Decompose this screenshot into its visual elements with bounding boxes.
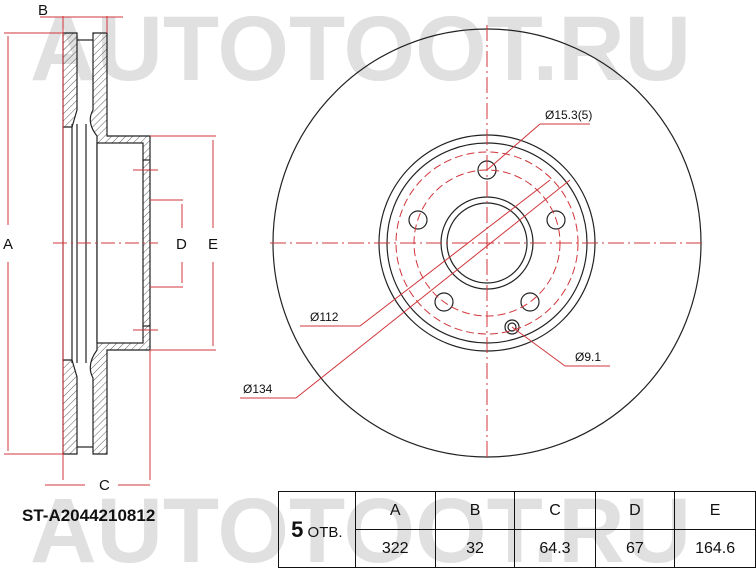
value-a: 322: [354, 529, 436, 568]
callout-hat: Ø134: [243, 382, 273, 396]
header-b: B: [434, 491, 516, 530]
header-e: E: [674, 491, 756, 530]
dim-label-e: E: [208, 236, 218, 253]
part-number: ST-A2044210812: [22, 506, 156, 525]
header-c: C: [514, 491, 596, 530]
holes-count: 5: [291, 516, 304, 542]
callout-pcd: Ø112: [310, 310, 339, 324]
callout-bolt-hole: Ø15.3(5): [545, 108, 592, 122]
front-centerlines: [240, 25, 705, 460]
value-b: 32: [434, 529, 516, 568]
dim-label-c: C: [99, 477, 110, 494]
holes-count-cell: 5 ОТВ.: [278, 491, 356, 568]
dim-label-a: A: [3, 236, 13, 253]
value-c: 64.3: [514, 529, 596, 568]
value-e: 164.6: [674, 529, 756, 568]
dimension-lines: [4, 16, 216, 486]
value-d: 67: [594, 529, 676, 568]
dim-label-d: D: [176, 236, 187, 253]
header-a: A: [354, 491, 436, 530]
holes-unit: ОТВ.: [307, 523, 343, 541]
header-d: D: [594, 491, 676, 530]
dimensions-table: 5 ОТВ. A B C D E 322 32 64.3 67 164.6: [278, 491, 756, 568]
watermark-top: AUTOTOOT.RU: [30, 0, 691, 100]
callout-small-hole: Ø9.1: [575, 350, 601, 364]
dim-label-b: B: [38, 2, 48, 19]
